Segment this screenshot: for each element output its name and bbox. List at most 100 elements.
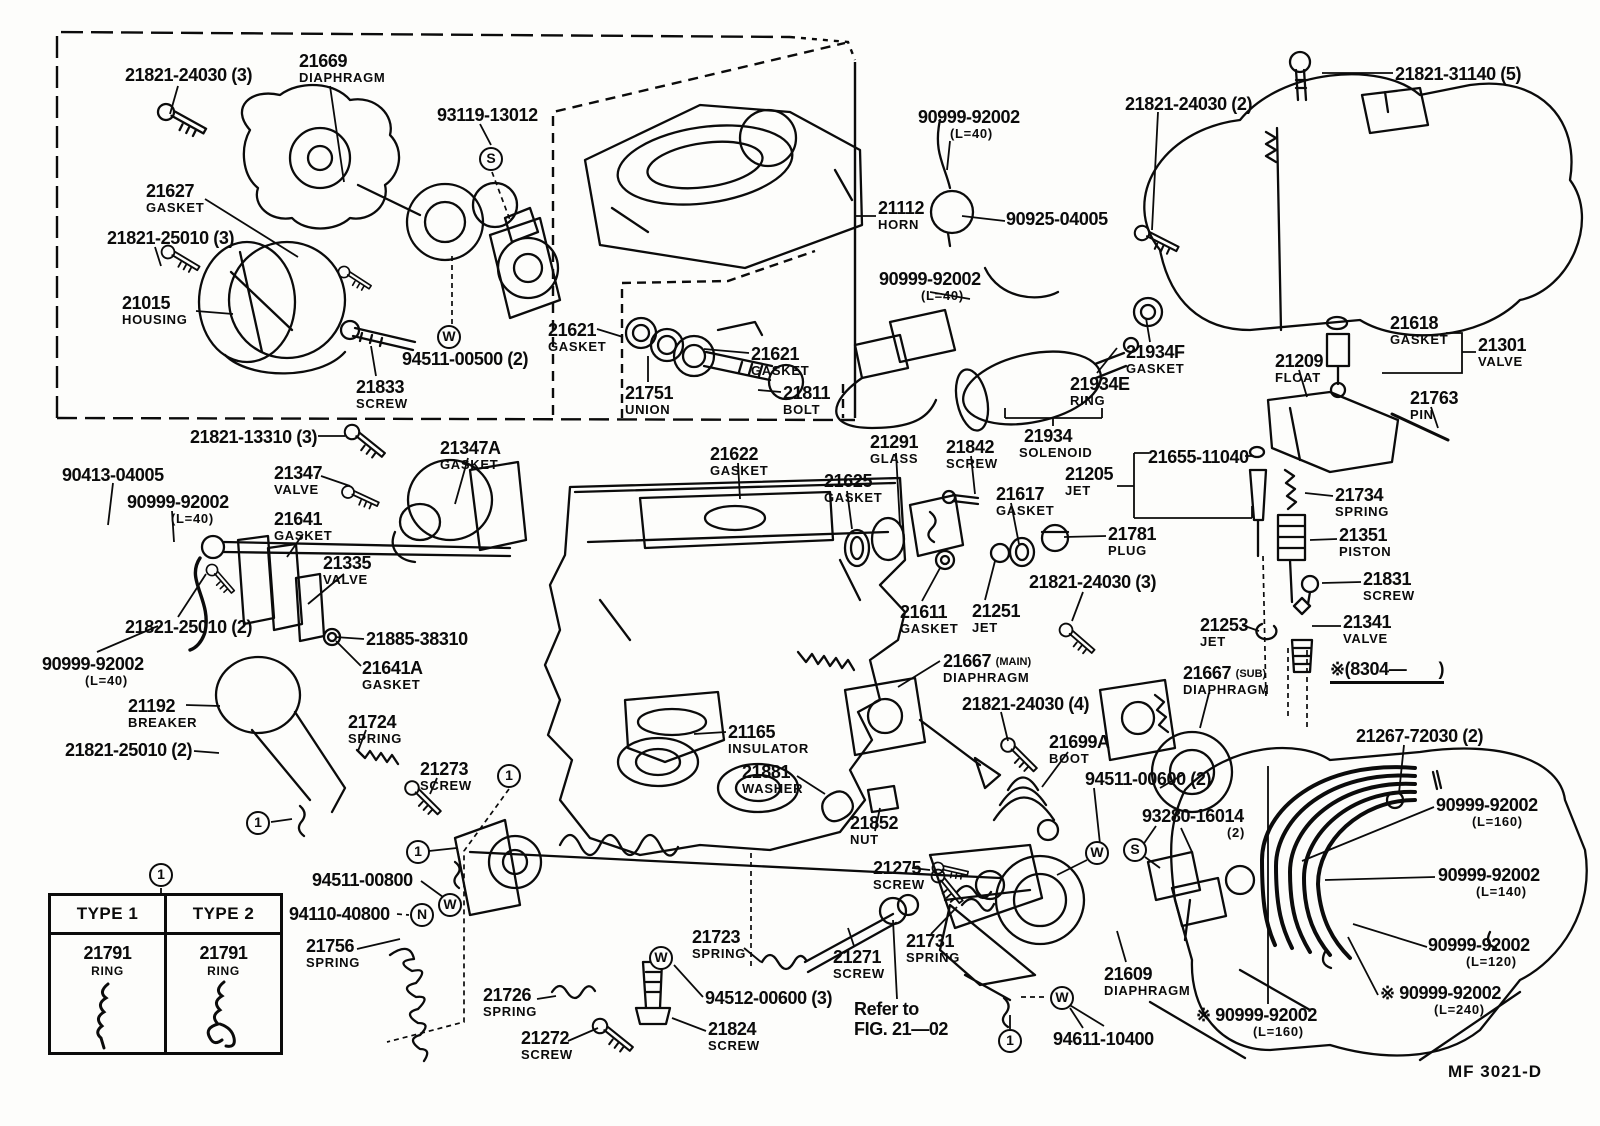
part-label: 90413-04005 (62, 466, 164, 484)
part-number: 21731 (906, 932, 960, 950)
part-number: 21667 (SUB) (1183, 664, 1269, 682)
part-caption: SCREW (420, 778, 472, 794)
part-number: 94511-00500 (2) (402, 349, 529, 369)
part-number: 90999-92002 (127, 493, 229, 511)
part-number-text: 21627 (146, 181, 195, 201)
part-number: 21852 (850, 814, 898, 832)
part-label: 94511-00800 (312, 871, 413, 889)
part-caption: (L=160) (1253, 1024, 1304, 1040)
part-label: 90999-92002(L=40) (918, 108, 1020, 141)
part-number-text: 21347 (274, 463, 323, 483)
part-number-text: 21335 (323, 553, 372, 573)
part-caption: (L=40) (85, 673, 128, 689)
part-number-text: 21251 (972, 601, 1021, 621)
part-label: 90999-92002(L=140) (1438, 866, 1540, 899)
part-number-text: Refer to (854, 999, 919, 1019)
part-number: 21015 (122, 294, 188, 312)
part-number-tag: (MAIN) (995, 656, 1032, 668)
part-caption: SCREW (946, 456, 998, 472)
part-number-text: 21833 (356, 377, 405, 397)
type2-part-number: 21791 (199, 943, 248, 963)
part-number-text: 21271 (833, 947, 882, 967)
part-number: 21655-11040 (1148, 448, 1249, 466)
part-caption: SPRING (306, 955, 361, 971)
part-number: 21885-38310 (366, 630, 468, 648)
part-number-text: 21641A (362, 658, 423, 678)
part-number-text: 90999-92002 (1428, 935, 1530, 955)
part-number-text: 90925-04005 (1006, 209, 1108, 229)
callout-circle-w-icon: W (1085, 841, 1109, 865)
part-number-text: 90999-92002 (127, 492, 229, 512)
part-label: 21885-38310 (366, 630, 468, 648)
part-number: 90999-92002 (42, 655, 144, 673)
part-number: 21627 (146, 182, 204, 200)
part-number: ※(8304— ) (1330, 660, 1445, 685)
part-number: 21821-13310 (3) (190, 427, 318, 447)
part-caption: GASKET (996, 503, 1055, 519)
part-number: 21723 (692, 928, 746, 946)
part-number: 21621 (751, 345, 809, 363)
part-number-text: 21621 (548, 320, 597, 340)
part-number-text: 94511-00800 (312, 870, 413, 890)
part-number: 21611 (900, 603, 958, 621)
part-number-text: ※ 90999-92002 (1196, 1005, 1317, 1025)
part-label: 90999-92002(L=40) (879, 270, 981, 303)
part-number-text: 21726 (483, 985, 532, 1005)
part-number: 94511-00600 (2) (1085, 770, 1212, 788)
type2-part-caption: RING (207, 964, 240, 978)
part-number: 21192 (128, 697, 197, 715)
part-number: 21209 (1275, 352, 1323, 370)
part-number: 21881 (742, 763, 803, 781)
part-label: 94611-10400 (1053, 1030, 1154, 1048)
part-number-text: 21724 (348, 712, 397, 732)
part-caption: SPRING (692, 946, 747, 962)
part-number: 21842 (946, 438, 998, 456)
part-label: 90999-92002(L=40) (127, 493, 229, 526)
part-label: 94511-00500 (2) (402, 349, 529, 369)
part-number: 21833 (356, 378, 408, 396)
part-label: ※ 90999-92002(L=160) (1196, 1006, 1317, 1039)
type2-cell: 21791 RING (167, 935, 280, 1055)
part-number-text: 21821-13310 (3) (190, 427, 318, 447)
part-number-text: 21669 (299, 51, 348, 71)
part-number-text: 21821-31140 (5) (1395, 64, 1522, 84)
part-label: 21821-24030 (3) (1029, 573, 1157, 591)
part-number: 21751 (625, 384, 673, 402)
part-caption: GASKET (274, 528, 333, 544)
part-number-text: 90999-92002 (879, 269, 981, 289)
part-number-text: 21655-11040 (1148, 447, 1249, 467)
part-number: 21824 (708, 1020, 760, 1038)
part-number-text: 94512-00600 (3) (705, 988, 833, 1008)
part-label: 21821-25010 (3) (107, 229, 235, 247)
type1-part-caption: RING (91, 964, 124, 978)
part-number-text: 94511-00500 (2) (402, 349, 529, 369)
part-label: 21821-25010 (2) (65, 741, 193, 759)
part-number: 21272 (521, 1029, 573, 1047)
part-caption: (L=40) (950, 126, 993, 142)
part-label: 21821-13310 (3) (190, 427, 318, 447)
part-caption: GASKET (824, 490, 883, 506)
part-caption: GLASS (870, 451, 919, 467)
part-number-text: 21622 (710, 444, 759, 464)
part-caption: SCREW (708, 1038, 760, 1054)
part-number: 21347 (274, 464, 322, 482)
part-number-text: 21617 (996, 484, 1045, 504)
part-number: ※ 90999-92002 (1196, 1006, 1317, 1024)
part-label: 21821-31140 (5) (1395, 64, 1522, 84)
part-number: 21112 (878, 199, 924, 217)
part-caption: PLUG (1108, 543, 1147, 559)
callout-circle-1-icon: 1 (406, 840, 430, 864)
